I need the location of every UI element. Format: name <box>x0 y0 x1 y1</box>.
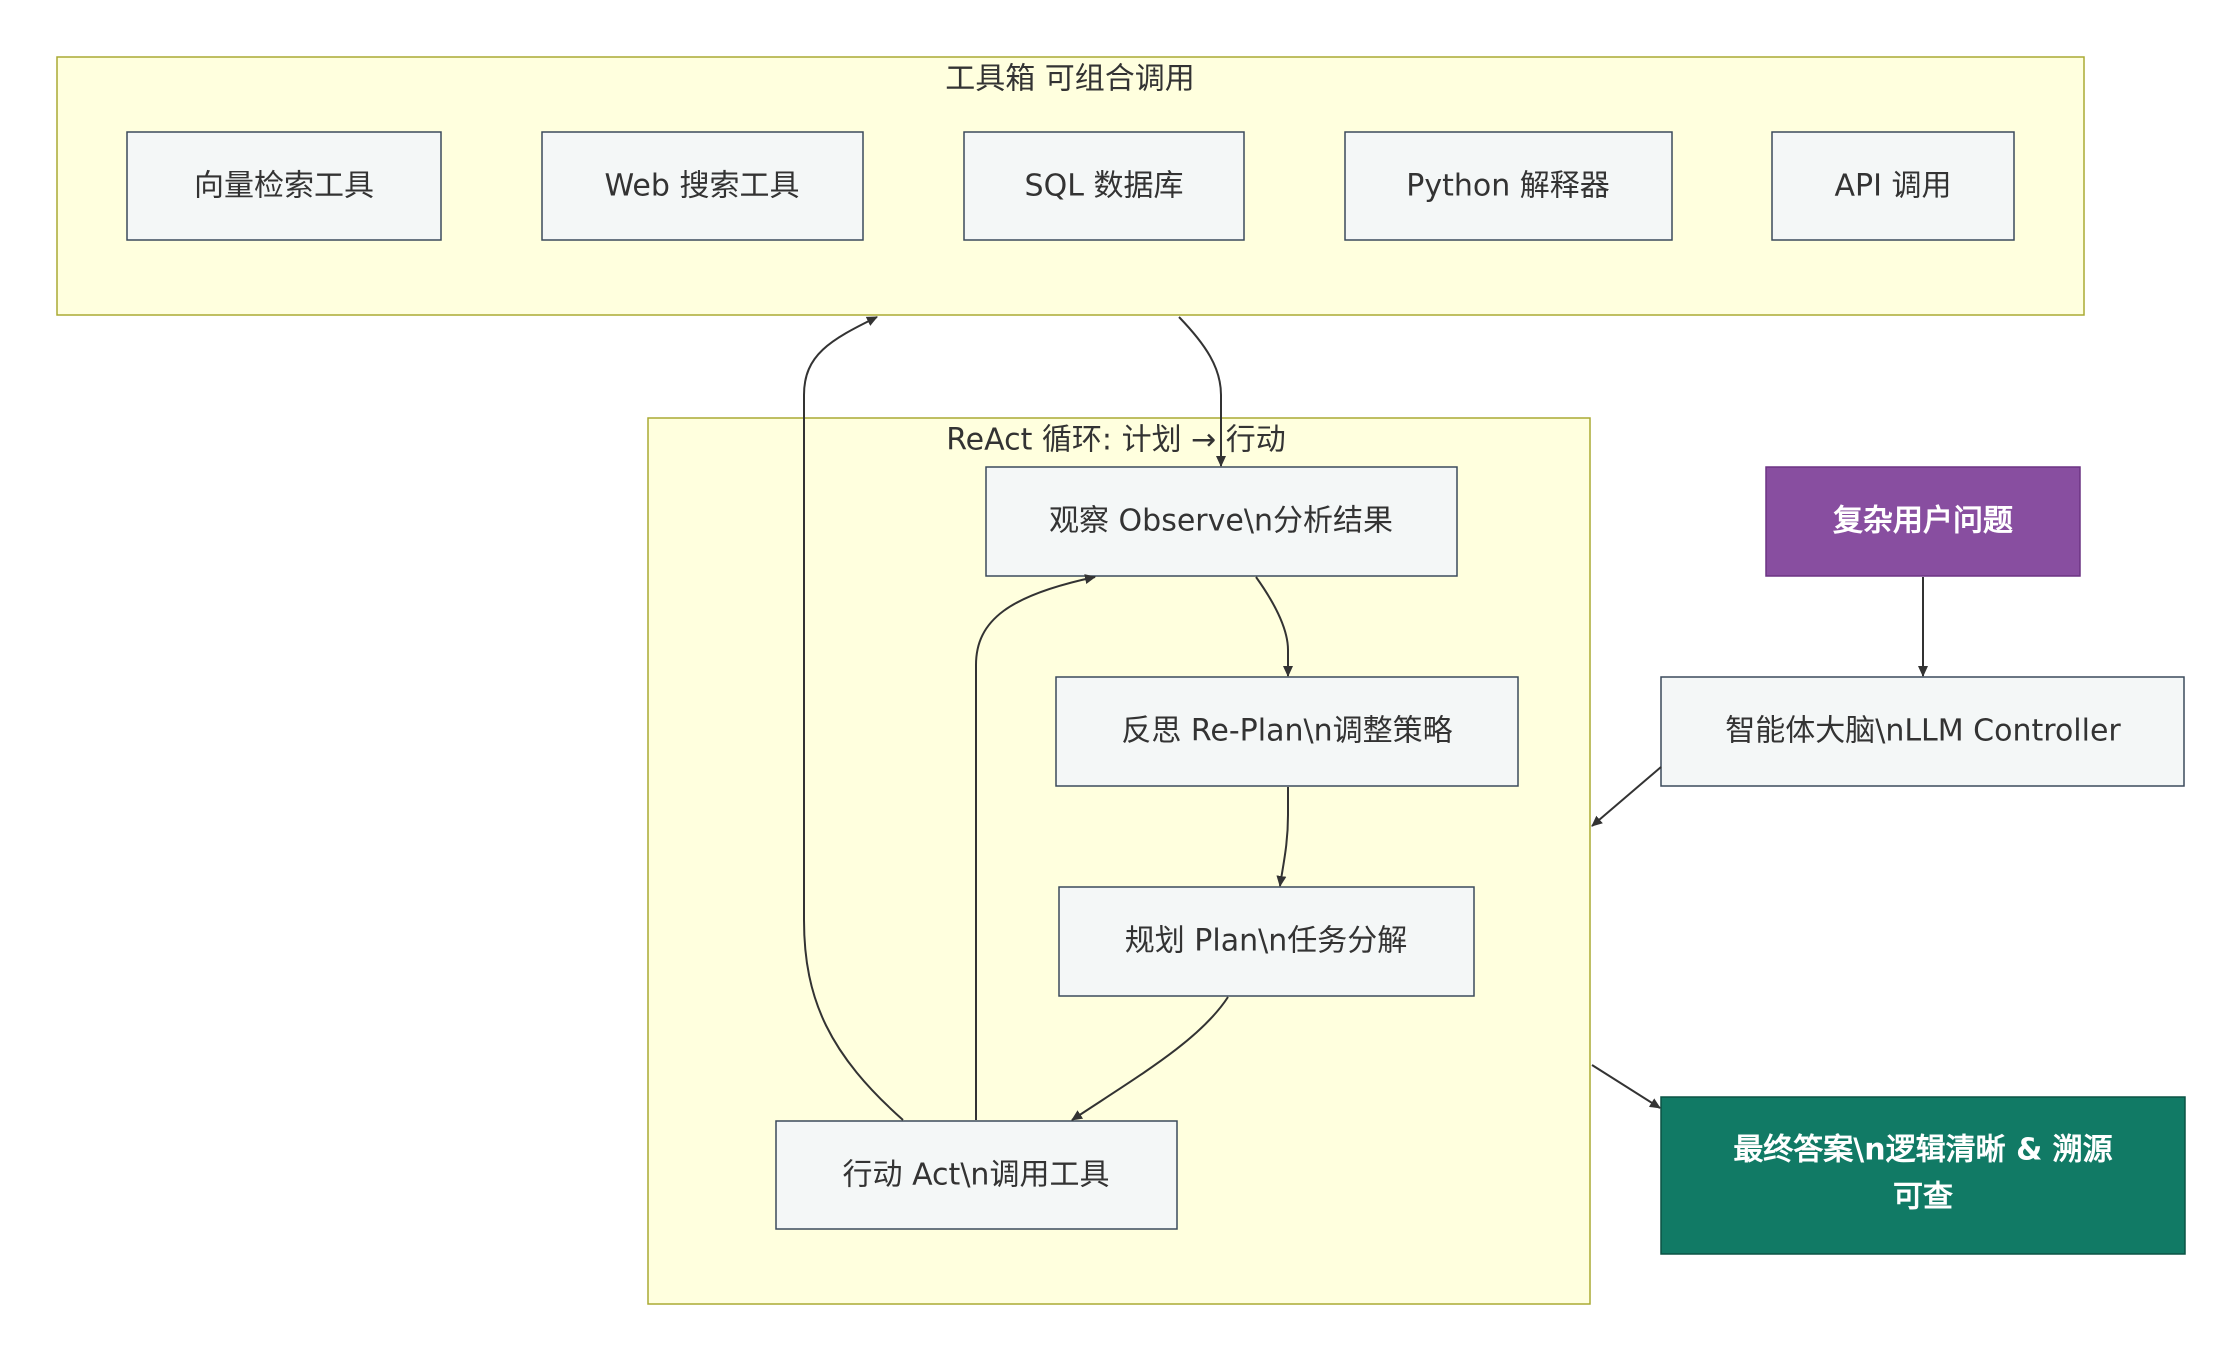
question-node[interactable]: 复杂用户问题 <box>1765 466 2081 577</box>
act-label: 行动 Act\n调用工具 <box>843 1158 1110 1193</box>
toolbox-cluster: 工具箱 可组合调用 向量检索工具 Web 搜索工具 SQL 数据库 Python… <box>56 56 2085 316</box>
plan-node[interactable]: 规划 Plan\n任务分解 <box>1058 886 1475 997</box>
tool-label: Web 搜索工具 <box>605 169 800 204</box>
answer-label-line-1: 最终答案\n逻辑清晰 & 溯源 <box>1733 1133 2112 1168</box>
edge-react-loop-to-answer <box>1591 1064 1661 1109</box>
tool-label: 向量检索工具 <box>194 169 374 204</box>
edge-plan-to-act <box>1071 996 1229 1121</box>
edge-observe-to-replan <box>1255 576 1293 677</box>
answer-node[interactable]: 最终答案\n逻辑清晰 & 溯源 可查 <box>1660 1096 2186 1255</box>
edge-replan-to-plan <box>1276 787 1289 887</box>
tool-node-web-search[interactable]: Web 搜索工具 <box>541 131 864 241</box>
replan-label: 反思 Re-Plan\n调整策略 <box>1121 714 1452 749</box>
plan-label: 规划 Plan\n任务分解 <box>1125 924 1407 959</box>
tool-node-python-interpreter[interactable]: Python 解释器 <box>1344 131 1673 241</box>
observe-label: 观察 Observe\n分析结果 <box>1049 504 1393 539</box>
react-loop-title: ReAct 循环: 计划 → 行动 <box>946 423 1286 458</box>
tool-label: API 调用 <box>1835 169 1952 204</box>
edge-controller-to-react-loop <box>1591 766 1662 827</box>
tool-label: SQL 数据库 <box>1025 169 1184 204</box>
observe-node[interactable]: 观察 Observe\n分析结果 <box>985 466 1458 577</box>
tool-label: Python 解释器 <box>1406 169 1610 204</box>
answer-label-line-2: 可查 <box>1893 1180 1953 1215</box>
edge-act-to-toolbox <box>803 316 904 1121</box>
tool-node-api-call[interactable]: API 调用 <box>1771 131 2015 241</box>
controller-node[interactable]: 智能体大脑\nLLM Controller <box>1660 676 2185 787</box>
controller-label: 智能体大脑\nLLM Controller <box>1725 714 2121 749</box>
question-label: 复杂用户问题 <box>1833 504 2013 539</box>
edge-toolbox-to-observe <box>1178 316 1226 467</box>
edge-act-to-observe <box>975 574 1096 1120</box>
replan-node[interactable]: 反思 Re-Plan\n调整策略 <box>1055 676 1519 787</box>
act-node[interactable]: 行动 Act\n调用工具 <box>775 1120 1178 1230</box>
tool-node-sql-database[interactable]: SQL 数据库 <box>963 131 1245 241</box>
toolbox-title: 工具箱 可组合调用 <box>945 62 1195 97</box>
react-loop-cluster: ReAct 循环: 计划 → 行动 观察 Observe\n分析结果 反思 Re… <box>647 417 1591 1305</box>
tool-node-vector-search[interactable]: 向量检索工具 <box>126 131 442 241</box>
